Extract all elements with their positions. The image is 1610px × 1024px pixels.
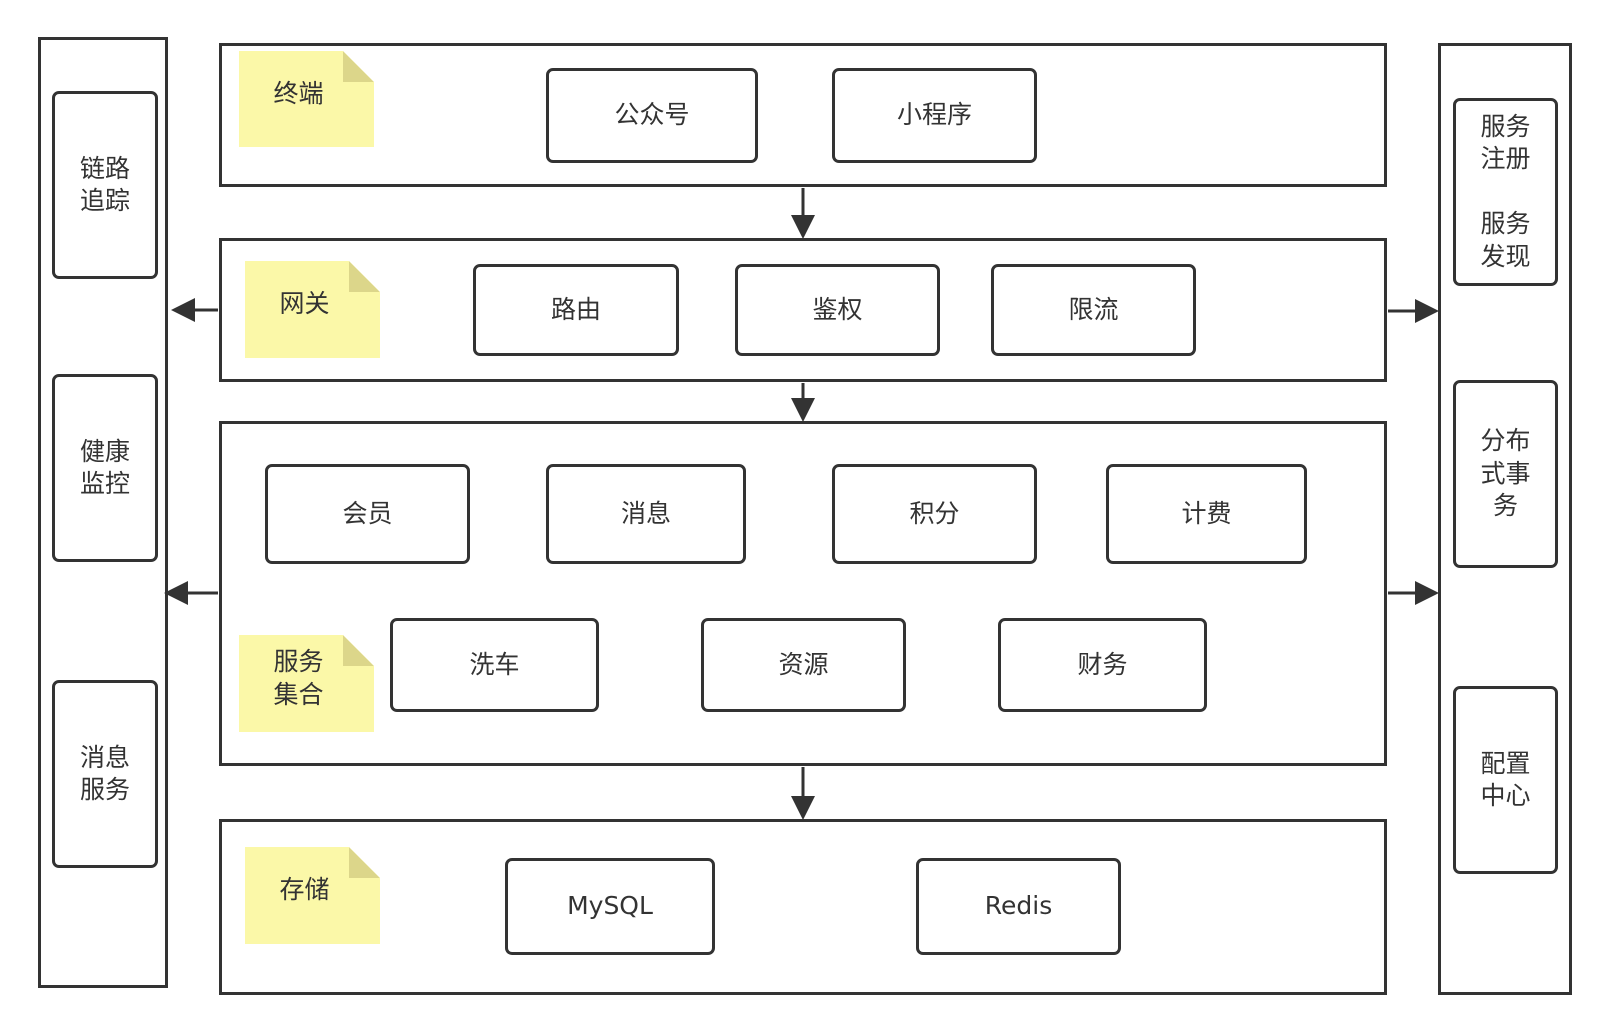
redis-box: Redis <box>916 858 1121 955</box>
gateway-note: 网关 <box>245 261 380 358</box>
billing-box: 计费 <box>1106 464 1307 564</box>
mini-program-box: 小程序 <box>832 68 1037 163</box>
health-monitor-box: 健康 监控 <box>52 374 158 562</box>
member-service-box: 会员 <box>265 464 470 564</box>
routing-box: 路由 <box>473 264 679 356</box>
mysql-box: MySQL <box>505 858 715 955</box>
storage-note-label: 存储 <box>279 875 330 905</box>
official-account-box: 公众号 <box>546 68 758 163</box>
car-wash-box: 洗车 <box>390 618 599 712</box>
distributed-transaction-box: 分布 式事 务 <box>1453 380 1558 568</box>
services-note-label: 服务 集合 <box>273 647 324 709</box>
terminal-note-label: 终端 <box>273 78 324 108</box>
resource-box: 资源 <box>701 618 906 712</box>
rate-limit-box: 限流 <box>991 264 1196 356</box>
storage-layer <box>219 819 1387 995</box>
finance-box: 财务 <box>998 618 1207 712</box>
terminal-note: 终端 <box>239 51 374 147</box>
config-center-box: 配置 中心 <box>1453 686 1558 874</box>
message-box: 消息 <box>546 464 746 564</box>
services-note: 服务 集合 <box>239 635 374 732</box>
gateway-note-label: 网关 <box>279 289 330 319</box>
tracing-box: 链路 追踪 <box>52 91 158 279</box>
points-box: 积分 <box>832 464 1037 564</box>
terminal-layer <box>219 43 1387 187</box>
auth-box: 鉴权 <box>735 264 940 356</box>
service-registry-box: 服务 注册 服务 发现 <box>1453 98 1558 286</box>
message-service-box: 消息 服务 <box>52 680 158 868</box>
